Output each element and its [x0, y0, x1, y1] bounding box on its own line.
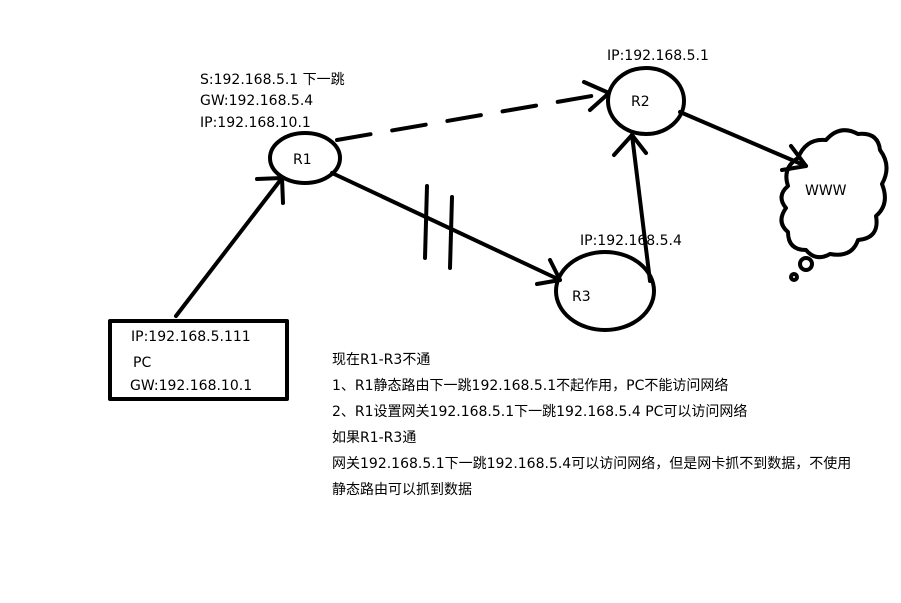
r2-ip-label: IP:192.168.5.1	[607, 48, 709, 64]
r1-static-route-label: S:192.168.5.1 下一跳	[200, 72, 345, 88]
link-r3-r2	[630, 133, 652, 283]
router-r3-circle	[554, 250, 656, 332]
router-r1-circle	[268, 131, 342, 185]
link-pc-r1	[174, 176, 284, 318]
router-r3-label: R3	[572, 289, 591, 305]
pc-ip-label: IP:192.168.5.111	[131, 329, 251, 345]
note-line: 如果R1-R3通	[332, 430, 417, 446]
break-mark-1	[423, 184, 429, 260]
pc-box	[108, 319, 289, 401]
router-r2-circle	[606, 66, 686, 136]
arrowhead-r3	[535, 258, 562, 286]
arrowhead-r2-from-r3	[612, 133, 648, 157]
link-r1-r2-dashed	[335, 91, 611, 142]
note-line: 现在R1-R3不通	[332, 352, 431, 368]
note-line: 网关192.168.5.1下一跳192.168.5.4可以访问网络，但是网卡抓不…	[332, 456, 852, 472]
internet-label: WWW	[805, 183, 847, 199]
note-line: 1、R1静态路由下一跳192.168.5.1不起作用，PC不能访问网络	[332, 378, 729, 394]
note-line: 静态路由可以抓到数据	[332, 482, 472, 498]
cloud-tail-bubble-2	[789, 272, 799, 282]
router-r1-label: R1	[293, 152, 312, 168]
cloud-tail-bubble-1	[798, 256, 814, 272]
r3-ip-label: IP:192.168.5.4	[580, 233, 682, 249]
break-mark-2	[448, 195, 454, 270]
pc-label: PC	[133, 355, 152, 371]
r1-gateway-label: GW:192.168.5.4	[200, 93, 314, 109]
cloud-icon	[779, 128, 889, 260]
r1-ip-label: IP:192.168.10.1	[200, 115, 311, 131]
notes-block: 现在R1-R3不通 1、R1静态路由下一跳192.168.5.1不起作用，PC不…	[332, 347, 851, 503]
pc-gateway-label: GW:192.168.10.1	[130, 378, 253, 394]
link-r2-www	[678, 110, 808, 168]
router-r2-label: R2	[631, 94, 650, 110]
note-line: 2、R1设置网关192.168.5.1下一跳192.168.5.4 PC可以访问…	[332, 404, 748, 420]
link-r1-r3	[330, 171, 562, 282]
